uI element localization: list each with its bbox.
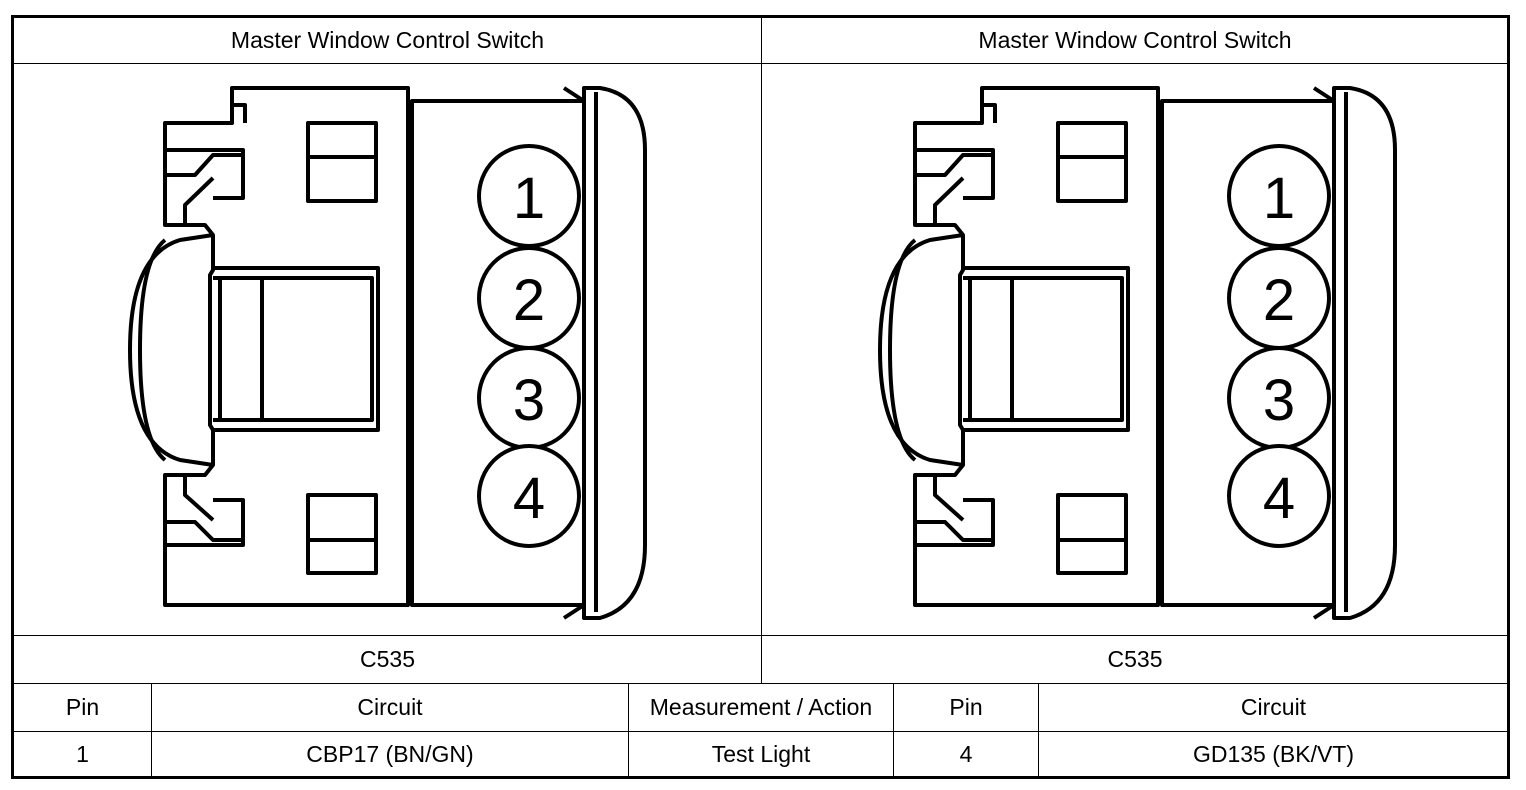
header-pin-2: Pin [949, 694, 983, 720]
diagram-frame [11, 15, 1510, 779]
table-header-divider [14, 731, 1508, 732]
title-row-divider [14, 63, 1508, 64]
right-panel-title: Master Window Control Switch [978, 26, 1292, 53]
right-connector-face-drawing: 1 2 3 4 [878, 86, 1397, 620]
table-col-divider-3 [893, 684, 894, 777]
row-pin: 1 [76, 740, 89, 767]
right-pin-4-label: 4 [1263, 466, 1295, 531]
right-pin-1-label: 1 [1263, 166, 1295, 231]
left-pin-4-label: 4 [513, 466, 545, 531]
row-measurement-action: Test Light [711, 740, 811, 767]
right-connector-id: C535 [1107, 646, 1163, 672]
right-pin-2-label: 2 [1263, 268, 1295, 333]
right-pin-4 [1227, 444, 1331, 548]
header-circuit: Circuit [357, 694, 423, 720]
left-pin-3-label: 3 [513, 368, 545, 433]
left-connector-id: C535 [360, 646, 415, 672]
header-circuit-2: Circuit [1240, 694, 1307, 720]
row-circuit: CBP17 (BN/GN) [306, 740, 474, 767]
table-col-divider-1 [151, 684, 152, 777]
left-pin-4 [477, 444, 581, 548]
header-measurement-action: Measurement / Action [649, 694, 873, 720]
row-circuit-2: GD135 (BK/VT) [1192, 740, 1355, 767]
left-pin-2-label: 2 [513, 268, 545, 333]
left-panel-title: Master Window Control Switch [230, 26, 545, 53]
header-pin: Pin [65, 694, 100, 720]
connector-row-divider [14, 635, 1508, 636]
left-pin-1-label: 1 [513, 166, 545, 231]
table-col-divider-4 [1038, 684, 1039, 777]
right-pin-3-label: 3 [1263, 368, 1295, 433]
table-col-divider-2 [628, 684, 629, 777]
row-pin-2: 4 [959, 740, 973, 767]
panel-divider [761, 17, 762, 683]
table-top-divider [14, 683, 1508, 684]
left-connector-face-drawing: 1 2 3 4 [128, 86, 647, 620]
